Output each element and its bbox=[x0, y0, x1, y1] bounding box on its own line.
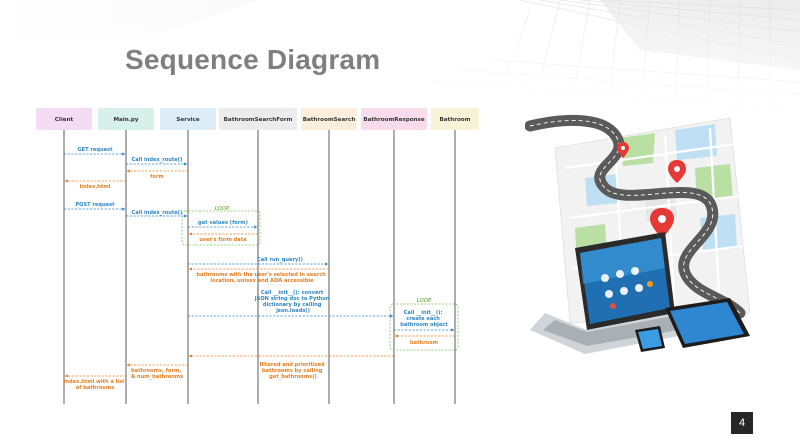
message-label: Call __init__(): convert JSON string doc… bbox=[254, 290, 331, 314]
lane-label: Client bbox=[55, 117, 74, 123]
lane-bathroom-search: BathroomSearch bbox=[301, 108, 357, 404]
lane-client: Client bbox=[36, 108, 92, 404]
message-label: POST request bbox=[75, 202, 115, 208]
loop-label: LOOP bbox=[215, 206, 230, 212]
lane-label: Bathroom bbox=[440, 117, 471, 123]
lane-label: BathroomSearch bbox=[303, 117, 356, 123]
message-label: index.html with a list of bathrooms bbox=[64, 379, 127, 391]
message-label: filtered and prioritized bathrooms by ca… bbox=[260, 362, 327, 380]
lane-bathroom: Bathroom bbox=[431, 108, 479, 404]
loop-label: LOOP bbox=[417, 298, 432, 304]
message-label: Call index_route() bbox=[132, 210, 183, 216]
page-number: 4 bbox=[731, 412, 753, 434]
lane-label: BathroomSearchForm bbox=[224, 117, 293, 123]
loop-frame-form: LOOP bbox=[181, 206, 261, 246]
lane-main-py: Main.py bbox=[98, 108, 154, 404]
winding-road bbox=[525, 115, 746, 319]
message-label: bathrooms, form, & num_bathrooms bbox=[131, 368, 183, 380]
message-label: Call __init__(): create each bathroom ob… bbox=[400, 310, 448, 328]
road-map-laptop-illustration bbox=[525, 115, 751, 354]
lane-header-box bbox=[160, 108, 216, 130]
lane-label: BathroomResponse bbox=[363, 117, 425, 123]
tablet-icon bbox=[665, 298, 750, 348]
message-label: get values (form) bbox=[198, 220, 248, 226]
lane-label: Main.py bbox=[113, 117, 138, 123]
message-label: user's form data bbox=[199, 237, 247, 243]
message-label: Call index_route() bbox=[132, 157, 183, 163]
lane-header-box bbox=[431, 108, 479, 130]
lane-header-box bbox=[361, 108, 427, 130]
loop-frame-box bbox=[389, 303, 459, 351]
lane-header-box bbox=[301, 108, 357, 130]
message-label: bathroom bbox=[410, 340, 438, 346]
loop-frame-box bbox=[181, 210, 261, 246]
laptop-icon bbox=[530, 232, 710, 354]
message-label: bathrooms with the user's selected in se… bbox=[196, 272, 327, 284]
loop-frame-bathroom: LOOP bbox=[389, 298, 459, 351]
lane-header-box bbox=[98, 108, 154, 130]
lane-label: Service bbox=[176, 117, 199, 123]
sequence-diagram: Client Main.py Service BathroomSearchFor… bbox=[36, 108, 479, 404]
lane-service: Service bbox=[160, 108, 216, 404]
message-label: Call run_query() bbox=[257, 257, 303, 263]
map-pin-icon bbox=[617, 142, 629, 158]
map-pin-icon bbox=[650, 208, 674, 238]
lane-bathroom-search-form: BathroomSearchForm bbox=[219, 108, 297, 404]
lane-header-box bbox=[36, 108, 92, 130]
building-background-graphic bbox=[0, 0, 800, 120]
message-label: GET request bbox=[77, 147, 113, 153]
message-label: form bbox=[150, 174, 164, 180]
lane-header-box bbox=[219, 108, 297, 130]
map-pin-icon bbox=[668, 160, 686, 183]
message-label: index.html bbox=[80, 184, 111, 190]
slide-title: Sequence Diagram bbox=[125, 44, 381, 75]
lane-bathroom-response: BathroomResponse bbox=[361, 108, 427, 404]
phone-icon bbox=[635, 326, 665, 352]
